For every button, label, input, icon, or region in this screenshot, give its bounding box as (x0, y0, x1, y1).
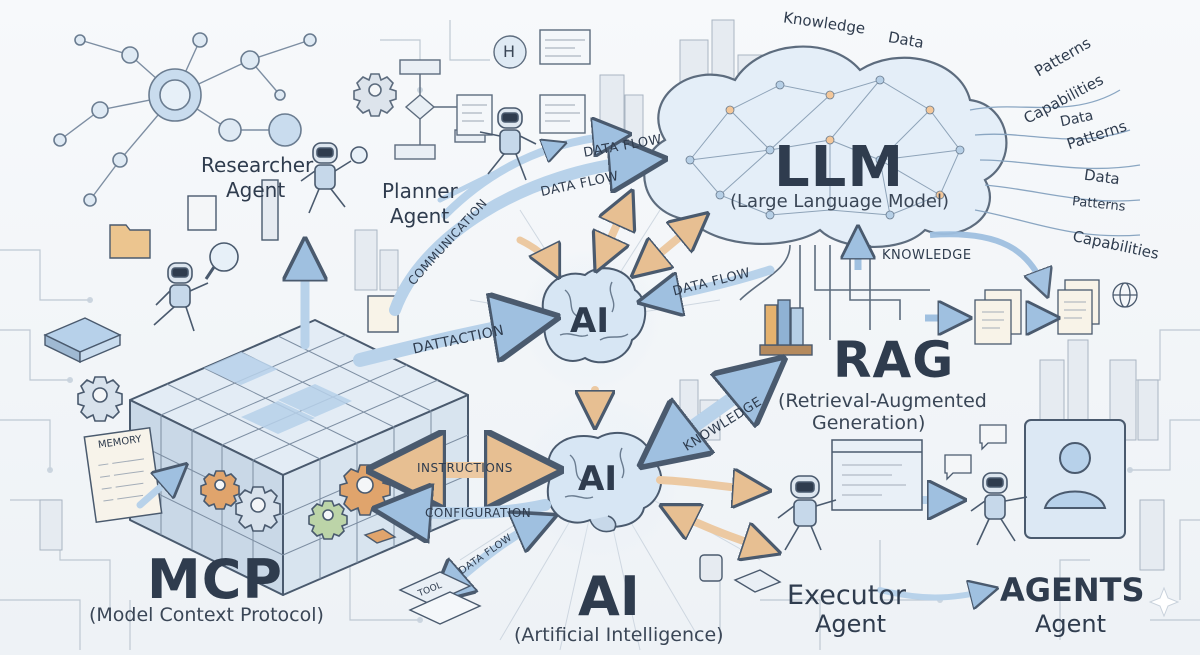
researcher-agent-line1: Researcher (201, 153, 314, 177)
mcp-title: MCP (147, 548, 283, 611)
agents-subtitle: Agent (1035, 610, 1107, 638)
planner-agent-line1: Planner (382, 179, 458, 203)
llm-subtitle: (Large Language Model) (730, 191, 950, 212)
ai-center-title: AI (578, 565, 640, 628)
ai-center-subtitle: (Artificial Intelligence) (514, 624, 724, 646)
researcher-agent-line2: Agent (226, 178, 286, 202)
h-icon-letter: H (503, 42, 516, 61)
rag-subtitle-line2: Generation) (812, 412, 926, 434)
flow-label-configuration: CONFIGURATION (425, 506, 532, 520)
rag-subtitle-line1: (Retrieval-Augmented (778, 390, 987, 412)
agents-title: AGENTS (1000, 571, 1145, 609)
flow-label-instructions: INSTRUCTIONS (417, 461, 513, 475)
executor-agent-line2: Agent (815, 610, 887, 638)
lower-brain-label: AI (578, 459, 617, 499)
planner-agent-line2: Agent (390, 204, 450, 228)
executor-agent-line1: Executor (787, 580, 906, 611)
llm-title: LLM (774, 135, 905, 200)
flow-label-knowledge-vertical: KNOWLEDGE (882, 248, 972, 263)
robots (153, 107, 1028, 551)
rag-title: RAG (833, 331, 955, 389)
mcp-subtitle: (Model Context Protocol) (89, 604, 324, 626)
upper-brain-label: AI (570, 301, 609, 341)
